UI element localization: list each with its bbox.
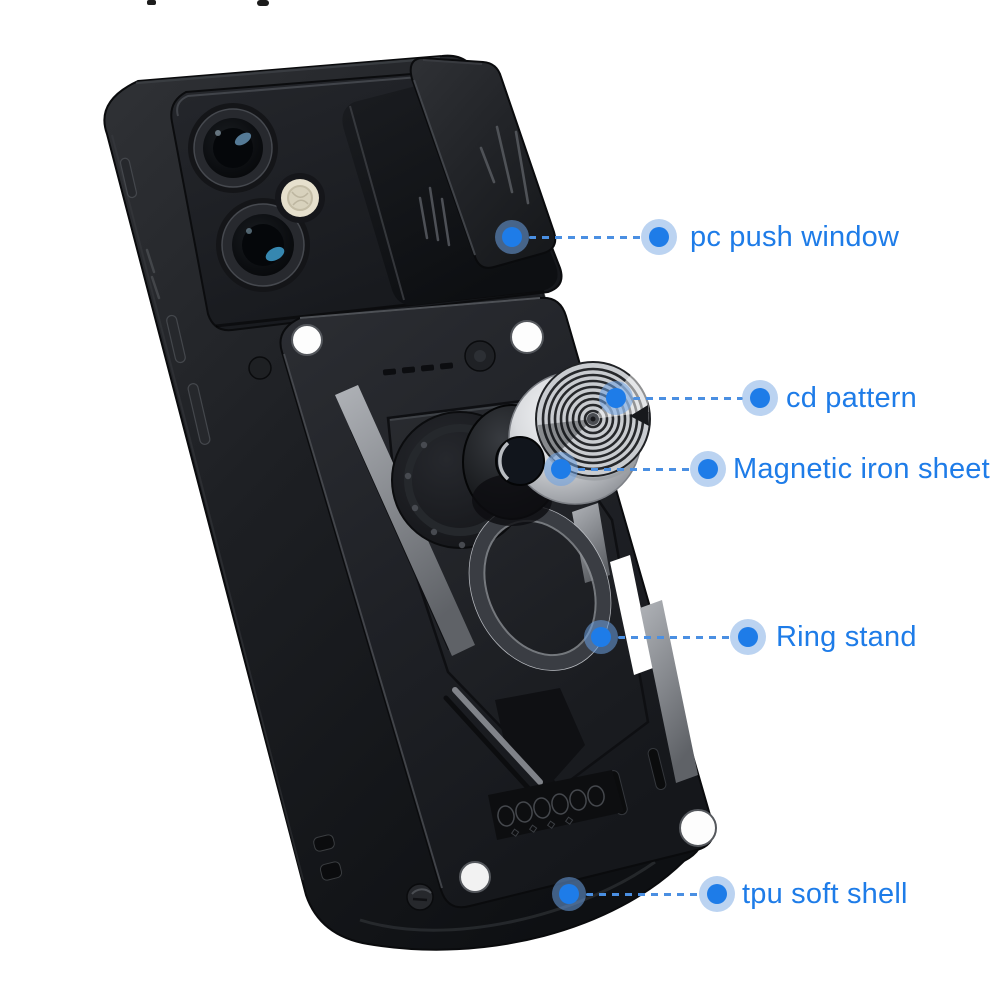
- callout-anchor-dot: [591, 627, 611, 647]
- callout-dashed-line: [586, 893, 700, 896]
- callout-dashed-line: [529, 236, 642, 239]
- cover-grip-lines: [479, 125, 530, 205]
- side-buttons: [119, 157, 211, 445]
- armor-back-plate: [279, 296, 717, 911]
- bottom-port-cutouts: [313, 834, 343, 881]
- callout-label: tpu soft shell: [742, 878, 908, 910]
- callout-end-dot: [750, 388, 770, 408]
- callout-anchor-dot: [551, 459, 571, 479]
- callout-dashed-line: [633, 397, 743, 400]
- camera-lens-bottom: [216, 198, 310, 292]
- honeycomb-texture: [488, 770, 624, 840]
- plate-vent-ticks: [382, 362, 454, 376]
- plate-right-cutout: [610, 555, 653, 675]
- callout-label: Ring stand: [776, 621, 917, 653]
- rivets: [404, 441, 466, 549]
- callout-end-dot: [649, 227, 669, 247]
- hub-hole: [495, 436, 545, 486]
- callout-dashed-line: [618, 636, 731, 639]
- callout-dashed-line: [578, 468, 691, 471]
- push-window-cover: [409, 56, 557, 269]
- callout-end-dot: [738, 627, 758, 647]
- callout-end-dot: [707, 884, 727, 904]
- case-knob: [248, 356, 272, 380]
- screw-boss: [406, 883, 434, 911]
- plate-accent-right-wing: [640, 600, 698, 783]
- callout-anchor-dot: [502, 227, 522, 247]
- callout-end-dot: [698, 459, 718, 479]
- callout-anchor-dot: [559, 884, 579, 904]
- corner-screw-holes: [291, 320, 717, 893]
- callout-label: cd pattern: [786, 382, 917, 414]
- camera-lens-top: [188, 103, 278, 193]
- callout-anchor-dot: [606, 388, 626, 408]
- camera-flash: [275, 173, 325, 223]
- callout-label: pc push window: [690, 221, 900, 253]
- recess-grip-lines: [418, 186, 451, 247]
- callout-label: Magnetic iron sheet: [733, 453, 990, 485]
- cropped-top-text-fragments: [147, 0, 269, 6]
